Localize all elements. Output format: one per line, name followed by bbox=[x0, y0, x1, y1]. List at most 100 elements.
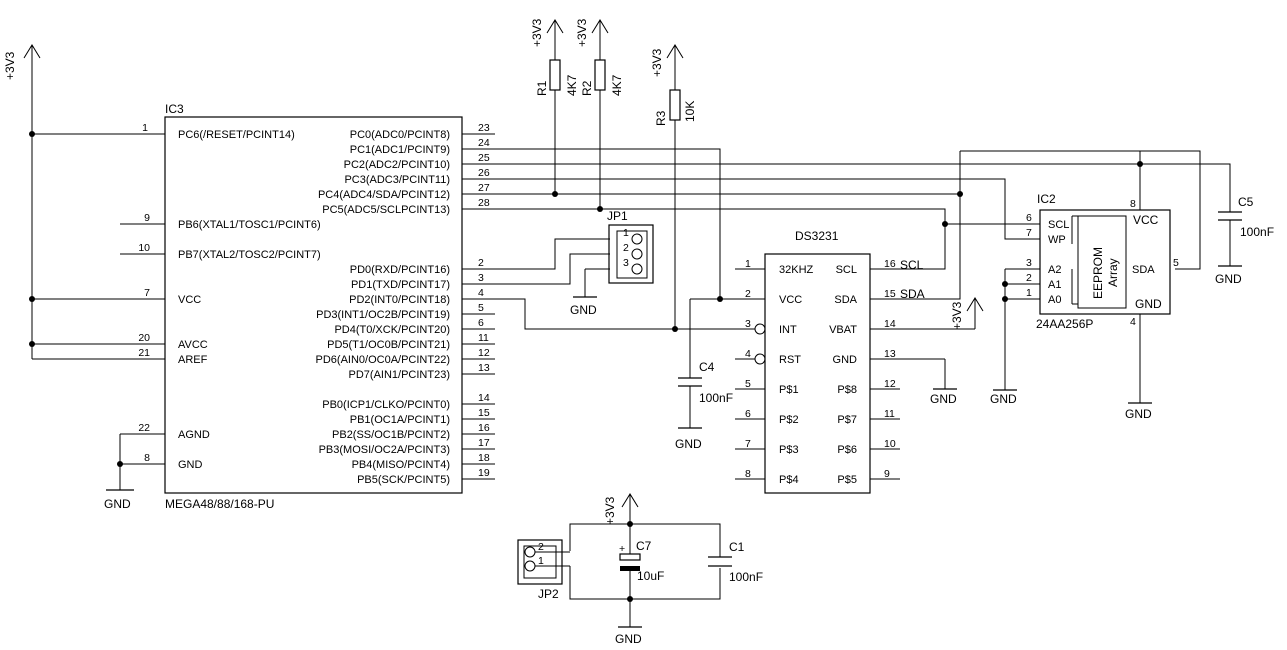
jumper-jp2[interactable]: 2 1 JP2 bbox=[517, 539, 570, 601]
ds3231-pin-num: 4 bbox=[745, 348, 751, 360]
supply-label: +3V3 bbox=[603, 496, 617, 525]
ic2-pin-num: 6 bbox=[1026, 212, 1032, 224]
ds3231-pin-label: SCL bbox=[836, 264, 857, 276]
supply-label: +3V3 bbox=[650, 48, 664, 77]
supply-arrow-icon bbox=[23, 44, 41, 59]
ds3231-pin-num: 9 bbox=[884, 468, 890, 480]
resistor-ref: R1 bbox=[535, 80, 549, 96]
ic3-pin-num: 12 bbox=[478, 347, 490, 359]
net-label-sda: SDA bbox=[900, 287, 925, 301]
ic2-pin-label: A1 bbox=[1048, 279, 1061, 291]
jumper-jp1[interactable]: JP1 1 2 3 GND bbox=[570, 209, 654, 317]
ic2-vcc-label: VCC bbox=[1133, 213, 1159, 227]
ic3-mcu: IC3 MEGA48/88/168-PU 1 9 10 7 20 21 22 8… bbox=[120, 102, 495, 511]
svg-text:+: + bbox=[619, 543, 625, 555]
ic2-pin-label: WP bbox=[1048, 234, 1066, 246]
ic3-pin-label: VCC bbox=[178, 294, 201, 306]
capacitor-ref: C5 bbox=[1238, 195, 1254, 209]
ds3231-pin-num: 5 bbox=[745, 378, 751, 390]
net-label-scl: SCL bbox=[900, 258, 924, 272]
ic3-pin-label: AGND bbox=[178, 429, 210, 441]
ds3231-pin-label: P$3 bbox=[779, 444, 799, 456]
ic3-pin-label: PC0(ADC0/PCINT8) bbox=[350, 129, 450, 141]
ic2-part: 24AA256P bbox=[1036, 317, 1093, 331]
ic2-pin-label: SCL bbox=[1048, 219, 1069, 231]
ic2-inner-label: EEPROM bbox=[1091, 247, 1105, 299]
jumper-pin-num: 2 bbox=[623, 242, 629, 254]
jumper-ref: JP2 bbox=[538, 587, 559, 601]
jumper-ref: JP1 bbox=[607, 209, 628, 223]
ground-label: GND bbox=[1215, 272, 1242, 286]
ic3-pin-num: 23 bbox=[478, 122, 490, 134]
ic3-pin-label: PB3(MOSI/OC2A/PCINT3) bbox=[319, 444, 450, 456]
ds3231-ref: DS3231 bbox=[795, 229, 839, 243]
ic3-pin-label: PD2(INT0/PCINT18) bbox=[349, 294, 450, 306]
ic3-pin-num: 11 bbox=[478, 332, 489, 344]
capacitor-value: 10uF bbox=[637, 569, 664, 583]
ds3231-pin-num: 2 bbox=[745, 288, 751, 300]
ic3-pin-num: 18 bbox=[478, 452, 490, 464]
resistor-value: 4K7 bbox=[565, 74, 579, 96]
ic3-pin-label: PC3(ADC3/PCINT11) bbox=[344, 174, 450, 186]
capacitor-value: 100nF bbox=[1240, 225, 1274, 239]
ic2-sda-label: SDA bbox=[1132, 264, 1155, 276]
ds3231-pin-label: GND bbox=[833, 354, 858, 366]
resistor-value: 4K7 bbox=[610, 74, 624, 96]
ds3231-pin-num: 8 bbox=[745, 468, 751, 480]
resistor-ref: R3 bbox=[654, 110, 668, 126]
ground-label: GND bbox=[104, 497, 131, 511]
ic3-pin-label: PC1(ADC1/PCINT9) bbox=[350, 144, 450, 156]
ic3-pin-label: PC2(ADC2/PCINT10) bbox=[344, 159, 450, 171]
jumper-pin-num: 3 bbox=[623, 257, 629, 269]
supply-label: +3V3 bbox=[950, 301, 964, 330]
ground-label: GND bbox=[615, 632, 642, 646]
ic3-pin-num: 2 bbox=[478, 257, 484, 269]
ic3-pin-num: 24 bbox=[478, 137, 490, 149]
ic3-pin-num: 27 bbox=[478, 182, 490, 194]
ic2-pin-num: 7 bbox=[1026, 227, 1032, 239]
capacitor-ref: C7 bbox=[636, 539, 652, 553]
ds3231-pin-label: P$7 bbox=[837, 414, 857, 426]
ic3-pin-label: PD6(AIN0/OC0A/PCINT22) bbox=[316, 354, 450, 366]
resistor-r2: +3V3 R2 4K7 bbox=[575, 18, 624, 209]
power-input: +3V3 GND 2 1 JP2 + C7 10uF bbox=[517, 493, 763, 646]
ds3231-pin-num: 3 bbox=[745, 318, 751, 330]
ic3-ref: IC3 bbox=[165, 102, 184, 116]
ground-label: GND bbox=[675, 437, 702, 451]
ground-label: GND bbox=[570, 303, 597, 317]
ic3-pin-label: PB1(OC1A/PCINT1) bbox=[350, 414, 450, 426]
capacitor-value: 100nF bbox=[699, 391, 733, 405]
ic2-pin-label: A0 bbox=[1048, 294, 1061, 306]
ic3-left-pins: 1 9 10 7 20 21 22 8 PC6(/RESET/PCINT14) … bbox=[120, 122, 321, 471]
ic2-pin-num: 4 bbox=[1130, 316, 1136, 328]
ds3231-pin-label: P$2 bbox=[779, 414, 799, 426]
ic3-pin-num: 6 bbox=[478, 317, 484, 329]
ds3231-pin-label: VBAT bbox=[829, 324, 857, 336]
ds3231-pin-label: P$5 bbox=[837, 474, 857, 486]
ic2-eeprom: IC2 24AA256P EEPROM Array 6 7 3 2 1 SCL … bbox=[990, 192, 1179, 421]
ic3-right-pin-labels: PC0(ADC0/PCINT8) PC1(ADC1/PCINT9) PC2(AD… bbox=[316, 129, 450, 486]
supply-arrow-icon bbox=[666, 44, 684, 59]
ground-label: GND bbox=[1125, 407, 1152, 421]
ic3-part: MEGA48/88/168-PU bbox=[165, 497, 274, 511]
jumper-pin-num: 2 bbox=[538, 541, 544, 553]
ic3-pin-num: 5 bbox=[478, 302, 484, 314]
ds3231-pin-label: 32KHZ bbox=[779, 264, 814, 276]
resistor-r3: +3V3 R3 10K bbox=[650, 44, 697, 329]
ic3-pin-num: 15 bbox=[478, 407, 490, 419]
ic3-pin-num: 10 bbox=[138, 242, 150, 254]
capacitor-ref: C1 bbox=[729, 540, 745, 554]
ic3-pin-num: 22 bbox=[138, 422, 150, 434]
ds3231-pin-label: VCC bbox=[779, 294, 802, 306]
ds3231-pin-num: 13 bbox=[884, 348, 896, 360]
ds3231-rtc: DS3231 1 2 3 4 5 6 7 8 32KHZ VCC INT RST… bbox=[735, 229, 984, 494]
supply-label: +3V3 bbox=[530, 18, 544, 47]
ic2-gnd-label: GND bbox=[1135, 297, 1162, 311]
ic3-pin-num: 21 bbox=[138, 347, 150, 359]
ic3-pin-num: 3 bbox=[478, 272, 484, 284]
ic3-pin-num: 4 bbox=[478, 287, 484, 299]
ds3231-pin-label: RST bbox=[779, 354, 801, 366]
ds3231-pin-num: 10 bbox=[884, 438, 896, 450]
